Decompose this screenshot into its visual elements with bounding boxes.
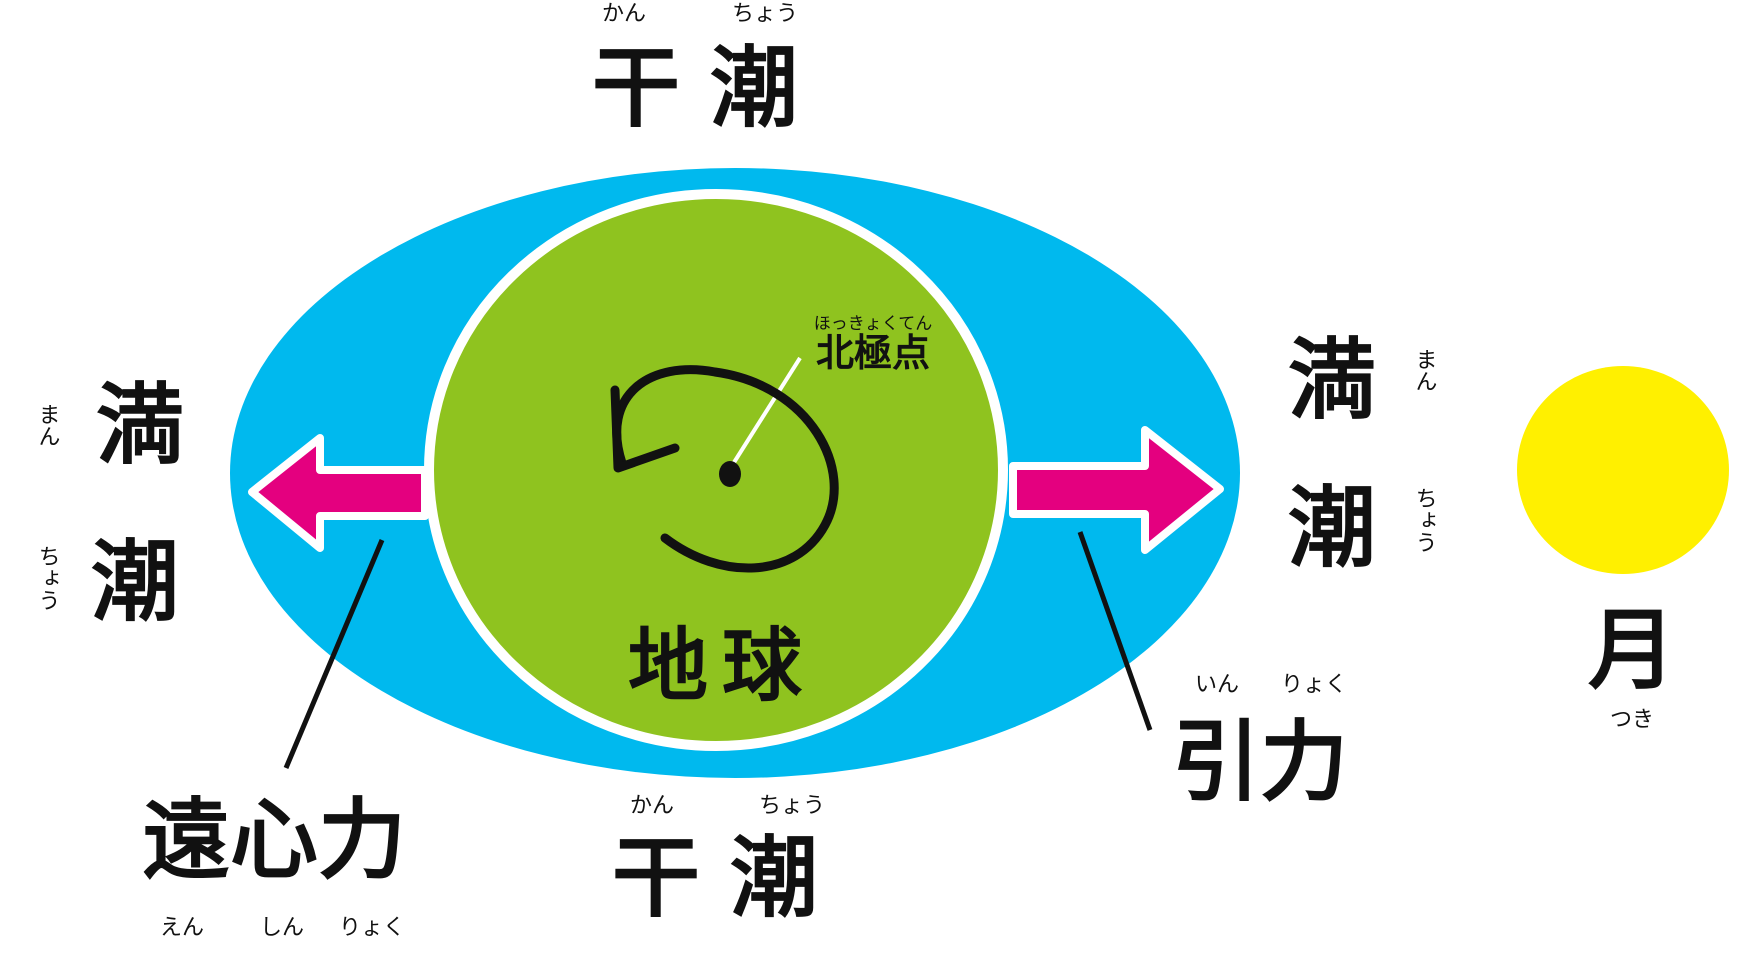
high-tide-right-char-2: 潮 [1288, 477, 1376, 580]
low-tide-top-label: 干潮 [592, 37, 828, 140]
high-tide-left-char-1: 満 [96, 374, 184, 477]
centrifugal-ruby-2: しん [260, 916, 304, 941]
high-tide-right-ruby-1: まん [1412, 348, 1437, 392]
gravity-ruby-1: いん [1195, 673, 1239, 698]
moon-label: 月 [1588, 599, 1676, 702]
high-tide-right-char-1: 満 [1288, 329, 1376, 432]
gravity-leader-line [1077, 531, 1153, 731]
low-tide-top-ruby-1: かん [602, 2, 646, 27]
centrifugal-force-label: 遠心力 [142, 789, 406, 892]
north-pole-label: 北極点 [816, 331, 930, 375]
low-tide-bottom-ruby-2: ちょう [759, 794, 825, 819]
high-tide-left-ruby-2: ちょう [35, 545, 60, 611]
gravity-ruby-2: りょく [1281, 673, 1347, 698]
high-tide-right-ruby-2: ちょう [1412, 487, 1437, 553]
rotation-arrow-icon [610, 365, 839, 573]
centrifugal-leader-line [283, 539, 385, 769]
low-tide-top-ruby-2: ちょう [732, 2, 798, 27]
low-tide-bottom-ruby-1: かん [630, 794, 674, 819]
high-tide-left-char-2: 潮 [91, 531, 179, 634]
low-tide-bottom-label: 干潮 [612, 827, 848, 930]
north-pole-dot [719, 461, 741, 487]
gravity-label: 引力 [1172, 711, 1348, 814]
high-tide-left-ruby-1: まん [35, 403, 60, 447]
north-pole-leader-line [731, 356, 802, 466]
moon-ruby: つき [1610, 708, 1654, 733]
centrifugal-arrow [248, 434, 429, 552]
earth-label: 地球 [628, 620, 816, 713]
gravity-arrow [1009, 426, 1224, 554]
north-pole-ruby: ほっきょくてん [814, 314, 933, 334]
moon-circle [1517, 366, 1729, 574]
centrifugal-ruby-3: りょく [339, 916, 405, 941]
centrifugal-ruby-1: えん [160, 916, 204, 941]
